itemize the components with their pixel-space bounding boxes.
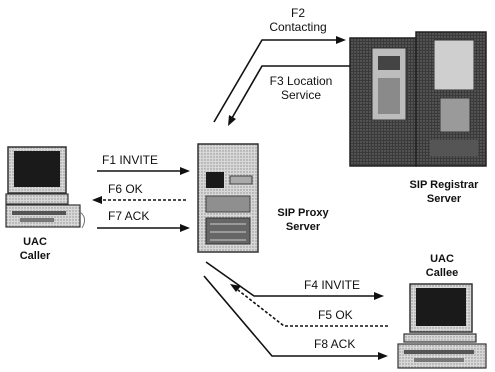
callee-label-line2: Callee [425, 267, 459, 279]
registrar-label: SIP Registrar Server [400, 178, 488, 206]
proxy-label-line2: Server [285, 221, 321, 233]
f3-label-line1: F3 Location [269, 74, 333, 88]
f3-label-line2: Service [280, 88, 321, 102]
f1-arrow [97, 167, 190, 175]
f7-label: F7 ACK [108, 209, 150, 223]
f6-label: F6 OK [108, 182, 143, 196]
f4-arrow [205, 261, 384, 300]
registrar-label-line2: Server [426, 193, 462, 205]
callee-label-line1: UAC [430, 253, 454, 265]
f1-label: F1 INVITE [102, 153, 159, 167]
f7-arrow [97, 224, 190, 232]
proxy-server-icon [197, 143, 259, 253]
f6-arrow [92, 196, 186, 204]
registrar-label-line1: SIP Registrar [409, 179, 479, 191]
f2-label-line1: F2 [290, 6, 305, 20]
f8-label: F8 ACK [314, 337, 356, 351]
f5-arrow [230, 284, 388, 327]
registrar-server-icon [349, 31, 487, 167]
f2-arrow [213, 36, 346, 123]
caller-computer-icon [5, 146, 86, 229]
caller-label: UAC Caller [10, 235, 60, 263]
caller-label-line2: Caller [19, 250, 51, 262]
callee-computer-icon [397, 283, 487, 369]
proxy-label-line1: SIP Proxy [277, 207, 329, 219]
f2-label-line2: Contacting [269, 20, 327, 34]
proxy-label: SIP Proxy Server [270, 206, 336, 234]
caller-label-line1: UAC [23, 236, 47, 248]
f4-label: F4 INVITE [304, 278, 361, 292]
f3-label: F3 Location Service [264, 74, 338, 102]
f2-label: F2 Contacting [268, 6, 328, 34]
f3-arrow [228, 65, 350, 126]
f5-label: F5 OK [318, 308, 353, 322]
callee-label: UAC Callee [420, 252, 464, 280]
f8-arrow [203, 275, 388, 360]
